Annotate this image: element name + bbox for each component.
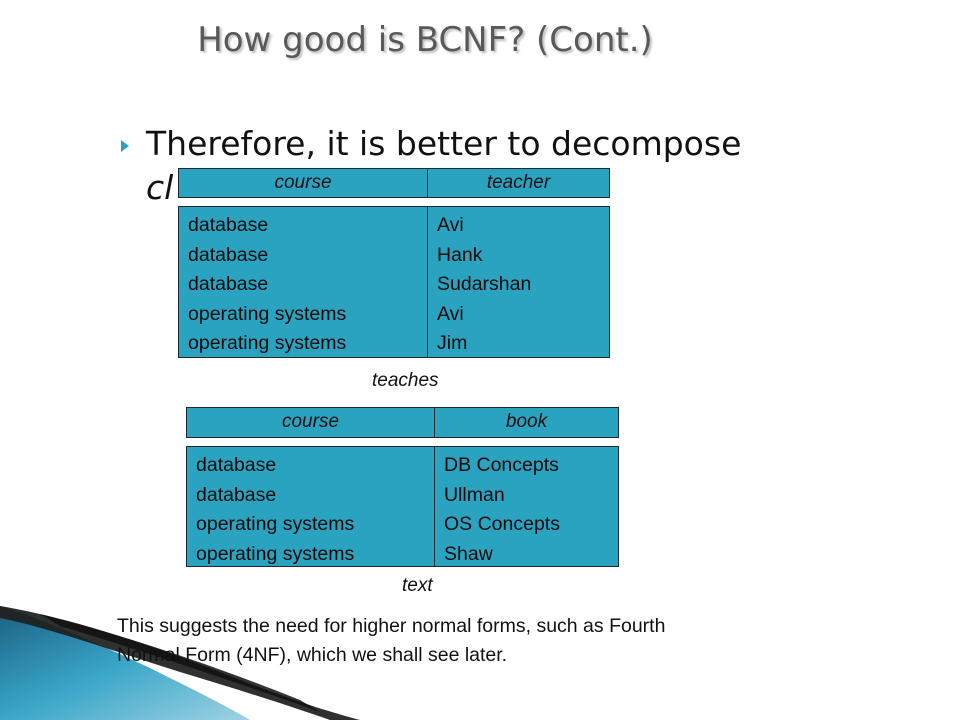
text-cell: Shaw xyxy=(444,542,493,565)
text-header-book: book xyxy=(434,407,619,438)
teaches-cell: database xyxy=(188,273,269,295)
text-cell: database xyxy=(196,454,277,476)
text-caption: text xyxy=(402,575,433,596)
footer-note: This suggests the need for higher normal… xyxy=(117,612,817,670)
text-cell: operating systems xyxy=(196,513,355,535)
footer-line-2: Normal Form (4NF), which we shall see la… xyxy=(117,644,508,666)
teaches-caption: teaches xyxy=(372,370,439,391)
teaches-cell: operating systems xyxy=(188,332,347,354)
teaches-cell: Avi xyxy=(437,214,464,236)
text-cell: OS Concepts xyxy=(444,513,560,535)
text-header-course: course xyxy=(186,407,435,438)
teaches-cell: Hank xyxy=(437,243,483,266)
teaches-cell: database xyxy=(188,243,269,266)
teaches-cell: operating systems xyxy=(188,302,347,325)
teaches-cell: Sudarshan xyxy=(437,273,532,295)
text-book-column: DB Concepts Ullman OS Concepts Shaw xyxy=(434,446,619,567)
teaches-teacher-column: Avi Hank Sudarshan Avi Jim xyxy=(427,206,610,358)
bullet-arrow-icon xyxy=(121,140,129,152)
text-course-column: database database operating systems oper… xyxy=(186,446,435,567)
bullet-line-1: Therefore, it is better to decompose xyxy=(146,124,742,163)
teaches-cell: Jim xyxy=(437,332,468,354)
text-cell: operating systems xyxy=(196,542,355,565)
bullet-line-2: cl xyxy=(146,168,174,207)
teaches-header-teacher: teacher xyxy=(427,168,610,198)
slide-title: How good is BCNF? (Cont.) xyxy=(197,20,653,60)
bullet-text: Therefore, it is better to decompose cl xyxy=(146,122,741,210)
text-cell: database xyxy=(196,483,277,506)
text-cell: DB Concepts xyxy=(444,454,559,476)
teaches-cell: database xyxy=(188,214,269,236)
text-cell: Ullman xyxy=(444,483,505,506)
teaches-header-course: course xyxy=(178,168,428,198)
teaches-course-column: database database database operating sys… xyxy=(178,206,428,358)
teaches-cell: Avi xyxy=(437,302,464,325)
footer-line-1: This suggests the need for higher normal… xyxy=(117,615,666,637)
